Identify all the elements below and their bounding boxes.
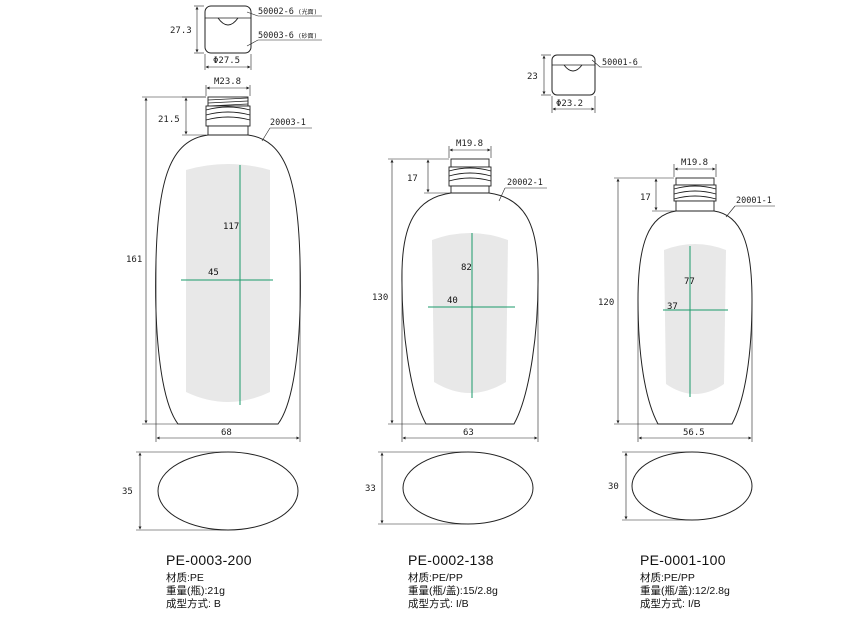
bottle-1-neck-thread bbox=[205, 96, 251, 136]
bottle-2-material: 材质:PE/PP bbox=[408, 572, 463, 584]
bottle-2-neck-thread bbox=[448, 158, 492, 194]
bottle-3-neck-height: 17 bbox=[640, 193, 651, 203]
bottle-3-weight: 重量(瓶/盖):12/2.8g bbox=[640, 585, 730, 597]
bottle-3-body-code: 20001-1 bbox=[736, 196, 772, 206]
cap-small: 23 Φ23.2 50001-6 bbox=[527, 54, 642, 113]
cap-code-1: 50002-6 bbox=[258, 7, 294, 17]
bottle-2-molding: 成型方式: I/B bbox=[408, 598, 469, 610]
bottle-2-neck: M19.8 bbox=[456, 139, 483, 149]
bottle-1-model: PE-0003-200 bbox=[166, 552, 252, 568]
bottle-3-label-width: 37 bbox=[667, 302, 678, 312]
bottle-3-molding: 成型方式: I/B bbox=[640, 598, 701, 610]
cap-large-spout bbox=[217, 17, 239, 26]
cap-large-diameter: Φ27.5 bbox=[213, 56, 240, 66]
bottle-pe-0002-138: 82 40 M19.8 17 130 63 20002-1 33 bbox=[365, 139, 547, 525]
bottle-2-neck-height: 17 bbox=[407, 174, 418, 184]
cap-large-body bbox=[204, 5, 252, 54]
bottle-2-label-width: 40 bbox=[447, 296, 458, 306]
bottle-3-label-height: 77 bbox=[684, 277, 695, 287]
bottle-1-body-code: 20003-1 bbox=[270, 118, 306, 128]
bottle-1-molding: 成型方式: B bbox=[166, 598, 221, 610]
bottle-2-total-height: 130 bbox=[372, 293, 388, 303]
bottle-2-base-view bbox=[402, 451, 534, 525]
bottle-1-width: 68 bbox=[221, 428, 232, 438]
bottle-1-label-width: 45 bbox=[208, 268, 219, 278]
cap-code-2: 50003-6 bbox=[258, 31, 294, 41]
bottle-1-material: 材质:PE bbox=[166, 572, 204, 584]
bottle-1-label-height: 117 bbox=[223, 222, 239, 232]
cap-code-1-note: (光面) bbox=[298, 8, 317, 16]
bottle-3-neck: M19.8 bbox=[681, 158, 708, 168]
bottle-1-weight: 重量(瓶):21g bbox=[166, 585, 225, 597]
bottle-1-label-area bbox=[186, 164, 270, 402]
bottle-1-caption: PE-0003-200 材质:PE 重量(瓶):21g 成型方式: B bbox=[166, 552, 252, 611]
bottle-3-material: 材质:PE/PP bbox=[640, 572, 695, 584]
bottle-2-weight: 重量(瓶/盖):15/2.8g bbox=[408, 585, 498, 597]
bottle-2-label-area bbox=[432, 233, 508, 393]
cap-small-code: 50001-6 bbox=[602, 58, 638, 68]
bottle-3-caption: PE-0001-100 材质:PE/PP 重量(瓶/盖):12/2.8g 成型方… bbox=[640, 552, 730, 611]
bottle-2-width: 63 bbox=[463, 428, 474, 438]
bottle-3-total-height: 120 bbox=[598, 298, 614, 308]
cap-small-body bbox=[551, 54, 596, 96]
bottle-2-body-code: 20002-1 bbox=[507, 178, 543, 188]
bottle-3-model: PE-0001-100 bbox=[640, 552, 726, 568]
bottle-1-neck: M23.8 bbox=[214, 77, 241, 87]
bottle-2-label-height: 82 bbox=[461, 263, 472, 273]
cap-code-2-note: (砂面) bbox=[298, 32, 317, 40]
bottle-3-neck-thread bbox=[673, 177, 717, 212]
bottle-3-width: 56.5 bbox=[683, 428, 705, 438]
bottle-2-depth: 33 bbox=[365, 484, 376, 494]
bottle-1-depth: 35 bbox=[122, 487, 133, 497]
bottle-pe-0003-200: 117 45 M23.8 21.5 161 68 20003-1 35 bbox=[122, 77, 312, 531]
bottle-3-label-area bbox=[664, 244, 726, 394]
cap-large-height: 27.3 bbox=[170, 26, 192, 36]
bottle-3-depth: 30 bbox=[608, 482, 619, 492]
bottle-1-neck-height: 21.5 bbox=[158, 115, 180, 125]
cap-small-spout bbox=[563, 64, 583, 72]
bottle-2-model: PE-0002-138 bbox=[408, 552, 494, 568]
cap-small-diameter: Φ23.2 bbox=[556, 99, 583, 109]
bottle-1-total-height: 161 bbox=[126, 255, 142, 265]
bottle-1-base-view bbox=[157, 451, 299, 531]
bottle-pe-0001-100: 77 37 M19.8 17 120 56.5 20001-1 30 bbox=[598, 158, 775, 521]
cap-small-height: 23 bbox=[527, 72, 538, 82]
cap-large: 27.3 Φ27.5 50002-6 (光面) 50003-6 (砂面) bbox=[170, 5, 322, 70]
bottle-2-caption: PE-0002-138 材质:PE/PP 重量(瓶/盖):15/2.8g 成型方… bbox=[408, 552, 498, 611]
bottle-3-base-view bbox=[631, 451, 753, 521]
